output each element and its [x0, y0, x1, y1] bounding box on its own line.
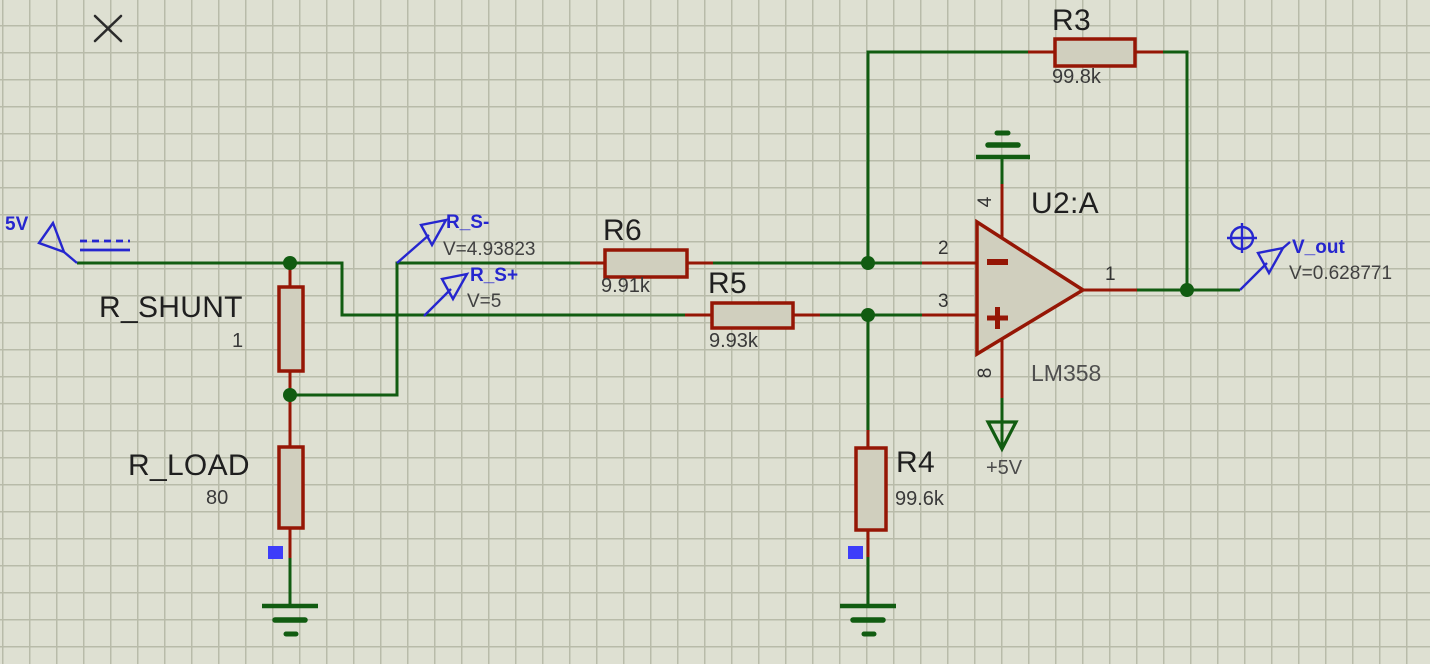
probe-rs-minus-reading: V=4.93823	[443, 239, 536, 260]
origin-cross-icon	[93, 14, 123, 43]
r3-ref: R3	[1052, 4, 1091, 37]
resistor-r4[interactable]	[854, 430, 888, 557]
source-5v-label: 5V	[5, 214, 29, 235]
r-load-ref: R_LOAD	[128, 449, 250, 482]
voltage-probe-v-out[interactable]	[1239, 241, 1291, 291]
crosshair-marker-icon	[1227, 223, 1257, 253]
r4-ref: R4	[896, 446, 935, 479]
opamp-ref: U2:A	[1031, 187, 1099, 220]
opamp-pin4-label: 4	[975, 196, 997, 208]
opamp-pin1-label: 1	[1105, 264, 1116, 285]
resistor-r5[interactable]	[685, 301, 820, 330]
voltage-probe-rs-plus[interactable]	[423, 272, 470, 317]
probe-rs-plus-reading: V=5	[467, 291, 502, 312]
probe-v-out-reading: V=0.628771	[1289, 263, 1393, 284]
resistor-r6[interactable]	[580, 248, 713, 279]
dc-source-5v[interactable]	[37, 220, 130, 264]
opamp-u2a[interactable]	[922, 184, 1137, 398]
r3-value: 99.8k	[1052, 66, 1101, 88]
power-terminal-top-icon[interactable]	[976, 130, 1030, 160]
r-shunt-ref: R_SHUNT	[99, 291, 243, 324]
r4-value: 99.6k	[895, 488, 944, 510]
opamp-pin3-label: 3	[938, 291, 949, 312]
r-load-value: 80	[206, 487, 229, 509]
junction-dots	[283, 256, 1194, 402]
r6-value: 9.91k	[601, 275, 650, 297]
probe-rs-minus-label: R_S-	[446, 212, 490, 233]
r5-value: 9.93k	[709, 330, 758, 352]
opamp-pin2-label: 2	[938, 238, 949, 259]
resistor-r3[interactable]	[1028, 37, 1163, 68]
r-shunt-value: 1	[232, 330, 244, 352]
voltage-probe-rs-minus[interactable]	[396, 218, 449, 264]
opamp-pin8-label: 8	[975, 367, 997, 379]
noninverting-input-symbol	[987, 307, 1008, 329]
ground-symbol-right-icon[interactable]	[840, 603, 896, 637]
probe-rs-plus-label: R_S+	[470, 265, 519, 286]
r6-ref: R6	[603, 214, 642, 247]
probe-v-out-label: V_out	[1292, 237, 1345, 258]
opamp-part: LM358	[1031, 360, 1102, 386]
pin-marker-squares	[268, 546, 863, 559]
power-terminal-plus5v-icon[interactable]	[985, 420, 1019, 453]
resistor-r-load[interactable]	[277, 396, 305, 558]
r5-ref: R5	[708, 267, 747, 300]
wire-feedback-net[interactable]	[866, 50, 1189, 290]
plus5v-label: +5V	[986, 457, 1023, 479]
ground-symbol-left-icon[interactable]	[262, 603, 318, 637]
wire-5v-net[interactable]	[77, 261, 686, 317]
resistor-r-shunt[interactable]	[277, 264, 305, 396]
